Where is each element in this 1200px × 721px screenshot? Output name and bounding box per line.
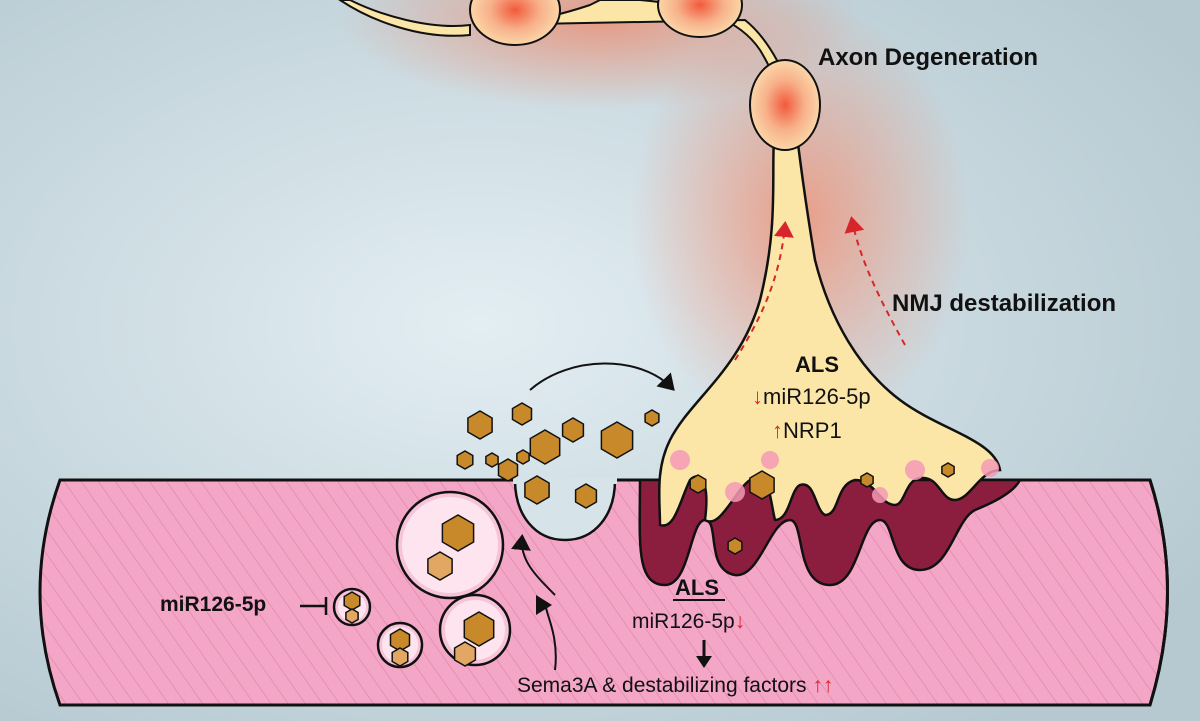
factor-particle [391,647,409,667]
factor-particle [524,475,550,505]
factor-particle [860,472,874,488]
postsynaptic-folds [638,478,1023,587]
nmj-destabilization-label: NMJ destabilization [892,290,1117,317]
factor-particle [463,611,495,647]
factor-particle [941,462,955,478]
factor-particle [497,458,519,482]
neuron-als-label: ALS [795,352,839,377]
neuron-nrp1-row: ↑NRP1 [772,418,842,444]
factor-particle [485,452,499,468]
factor-particle [689,474,707,494]
muscle-fiber [38,478,1169,707]
factor-particle [644,409,660,427]
red-up-arrow-icon: ↑↑ [806,674,834,697]
neuron-mir-row: ↓miR126-5p [752,384,871,410]
muscle-mir-label: miR126-5p [632,610,735,633]
factor-particle [343,591,361,611]
neuron-nrp1-label: NRP1 [783,418,842,443]
inhibitor-mir-label: miR126-5p [160,593,267,616]
factor-particle [441,514,475,552]
red-up-arrow-icon: ↑ [772,418,783,443]
muscle-mir-row: miR126-5p↓ [632,610,745,634]
sema3a-label: Sema3A & destabilizing factors [517,674,807,697]
factor-particle [574,483,598,509]
factor-particle [467,410,493,440]
axon-degeneration-label: Axon Degeneration [818,44,1039,71]
factor-particle [345,608,359,624]
muscle-down-arrow [696,640,712,668]
factor-particle [427,551,453,581]
factor-particle [511,402,533,426]
factor-particle [453,641,477,667]
inhibitor-symbol [300,597,328,615]
factor-particle [727,537,743,555]
factor-particle [749,470,775,500]
destabilizing-factors [343,402,955,667]
motor-neuron-axon [338,0,1002,527]
transport-arrows [510,362,675,671]
red-down-arrow-icon: ↓ [734,610,746,633]
neuron-mir-label: miR126-5p [763,384,871,409]
red-down-arrow-icon: ↓ [752,384,763,409]
factor-particle [529,429,561,465]
factor-particle [456,450,474,470]
nmj-destabilization-arrows [734,216,906,361]
muscle-als-label: ALS [675,575,719,600]
sema3a-row: Sema3A & destabilizing factors ↑↑ [517,674,833,698]
factor-particle [561,417,585,443]
terminal-vesicle-spots [670,450,999,503]
factor-particle [516,449,530,465]
factor-particle [600,421,634,459]
